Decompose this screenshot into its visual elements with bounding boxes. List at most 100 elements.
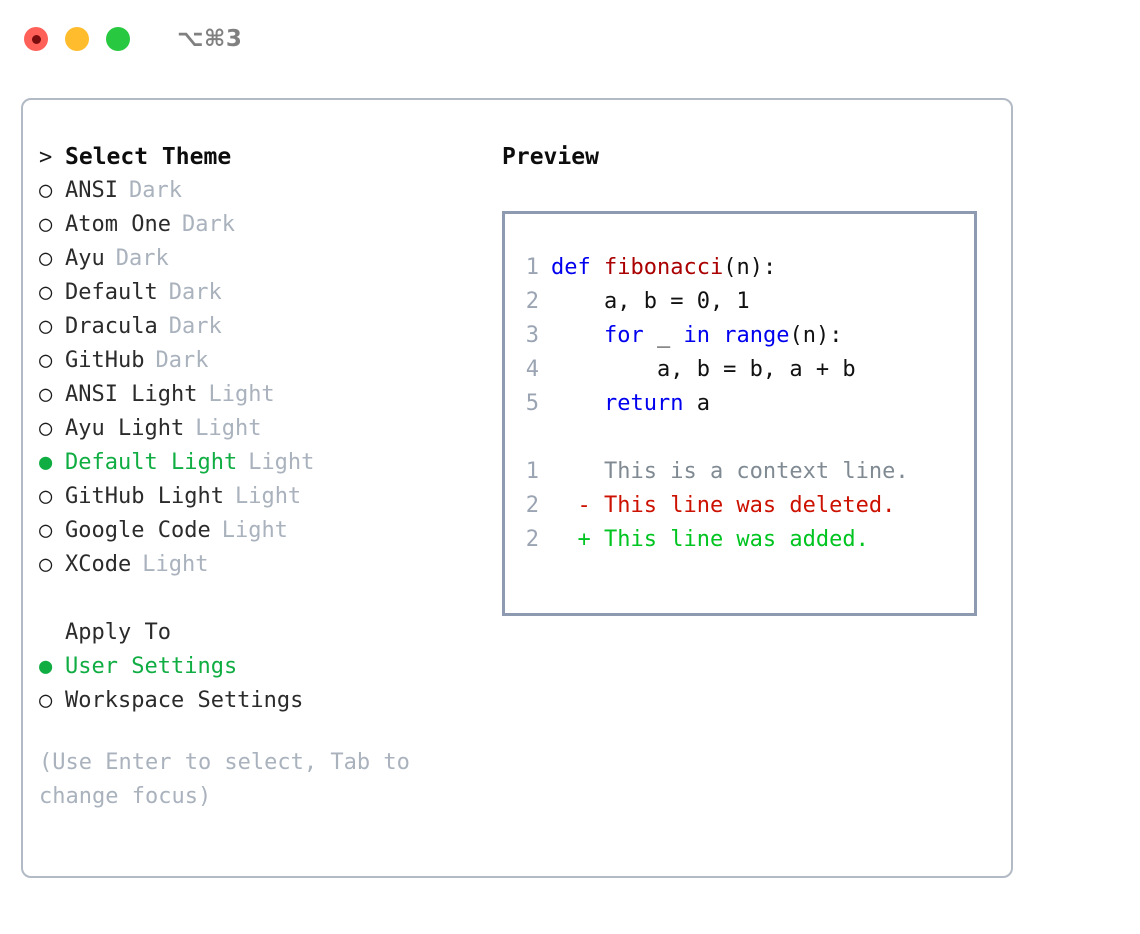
line-number: 2 [525,527,539,552]
code-token-plain: (n): [723,255,777,280]
theme-list-item[interactable]: ○ Dracula Dark [39,310,499,344]
theme-variant-tag: Dark [168,280,222,305]
radio-unselected-icon: ○ [39,212,53,237]
theme-variant-tag: Light [234,484,302,509]
diff-line-text-add: + This line was added. [551,527,869,552]
apply-to-label: Workspace Settings [65,688,304,713]
diff-sample: 1 This is a context line.2 - This line w… [505,455,974,557]
theme-variant-tag: Dark [168,314,222,339]
title-bar: ⌥⌘3 [0,0,1140,78]
theme-list-item[interactable]: ○ GitHub Light Light [39,480,499,514]
theme-list-item[interactable]: ○ Atom One Dark [39,208,499,242]
code-token-plain [551,323,604,348]
theme-list-item[interactable]: ○ GitHub Dark [39,344,499,378]
code-token-kw: in [683,323,710,348]
theme-name-label: ANSI [65,178,118,203]
list-spacer [39,582,499,616]
radio-unselected-icon: ○ [39,246,53,271]
code-blank-line [505,421,974,455]
theme-list-heading-label: Select Theme [65,144,232,170]
code-token-plain: _ [643,323,684,348]
code-token-kw: for [603,323,644,348]
theme-name-label: GitHub [65,348,145,373]
code-token-plain [710,323,723,348]
theme-list-heading: > Select Theme [39,140,499,174]
theme-name-label: GitHub Light [65,484,224,509]
radio-unselected-icon: ○ [39,314,53,339]
diff-line-text-del: - This line was deleted. [551,493,896,518]
preview-title: Preview [502,144,599,170]
theme-name-label: Ayu Light [65,416,185,441]
diff-line: 2 - This line was deleted. [505,489,974,523]
theme-list-item[interactable]: ○ Default Dark [39,276,499,310]
theme-name-label: ANSI Light [65,382,198,407]
code-token-plain: (n): [789,323,843,348]
theme-variant-tag: Dark [155,348,209,373]
radio-unselected-icon: ○ [39,382,53,407]
theme-variant-tag: Dark [128,178,182,203]
apply-to-item[interactable]: ●User Settings [39,650,499,684]
line-number: 1 [525,255,539,280]
code-line: 3 for _ in range(n): [505,319,974,353]
theme-variant-tag: Dark [181,212,235,237]
radio-unselected-icon: ○ [39,416,53,441]
line-number: 4 [525,357,539,382]
code-line-text: a, b = b, a + b [551,353,856,387]
close-button[interactable] [24,27,48,51]
theme-name-label: Dracula [65,314,158,339]
apply-to-item[interactable]: ○ Workspace Settings [39,684,499,718]
zoom-button[interactable] [106,27,130,51]
theme-name-label: XCode [65,552,132,577]
code-line-text: def fibonacci(n): [551,251,776,285]
diff-line: 1 This is a context line. [505,455,974,489]
theme-variant-tag: Light [208,382,275,407]
theme-list-item[interactable]: ○ Ayu Light Light [39,412,499,446]
theme-variant-tag: Light [195,416,262,441]
radio-selected-icon: ● [39,654,53,679]
keyboard-shortcut-label: ⌥⌘3 [177,26,243,52]
code-line-text: return a [551,387,710,421]
code-token-kw: range [723,323,790,348]
line-number: 2 [525,493,539,518]
theme-name-label: Atom One [65,212,171,237]
theme-name-label: Default Light [65,450,238,475]
radio-unselected-icon: ○ [39,552,53,577]
radio-unselected-icon: ○ [39,484,53,509]
record-indicator-icon [31,34,41,44]
line-number: 5 [525,391,539,416]
code-token-kw: return [603,391,684,416]
theme-list-item[interactable]: ○ ANSI Light Light [39,378,499,412]
radio-unselected-icon: ○ [39,280,53,305]
theme-variant-tag: Dark [115,246,169,271]
radio-unselected-icon: ○ [39,348,53,373]
chevron-right-icon: > [39,145,53,170]
minimize-button[interactable] [65,27,89,51]
theme-name-label: Default [65,280,158,305]
apply-to-options-list: ●User Settings ○ Workspace Settings [39,650,499,718]
code-line: 1 def fibonacci(n): [505,251,974,285]
radio-unselected-icon: ○ [39,518,53,543]
diff-line: 2 + This line was added. [505,523,974,557]
code-token-plain [551,391,604,416]
theme-variant-tag: Light [221,518,288,543]
line-number: 1 [525,459,539,484]
code-line: 5 return a [505,387,974,421]
diff-line-text-ctx: This is a context line. [551,459,909,484]
code-token-plain: a, b = 0, 1 [551,289,750,314]
code-line: 2 a, b = 0, 1 [505,285,974,319]
apply-to-heading: Apply To [39,616,499,650]
line-number: 3 [525,323,539,348]
code-line-text: for _ in range(n): [551,319,842,353]
radio-unselected-icon: ○ [39,688,53,713]
